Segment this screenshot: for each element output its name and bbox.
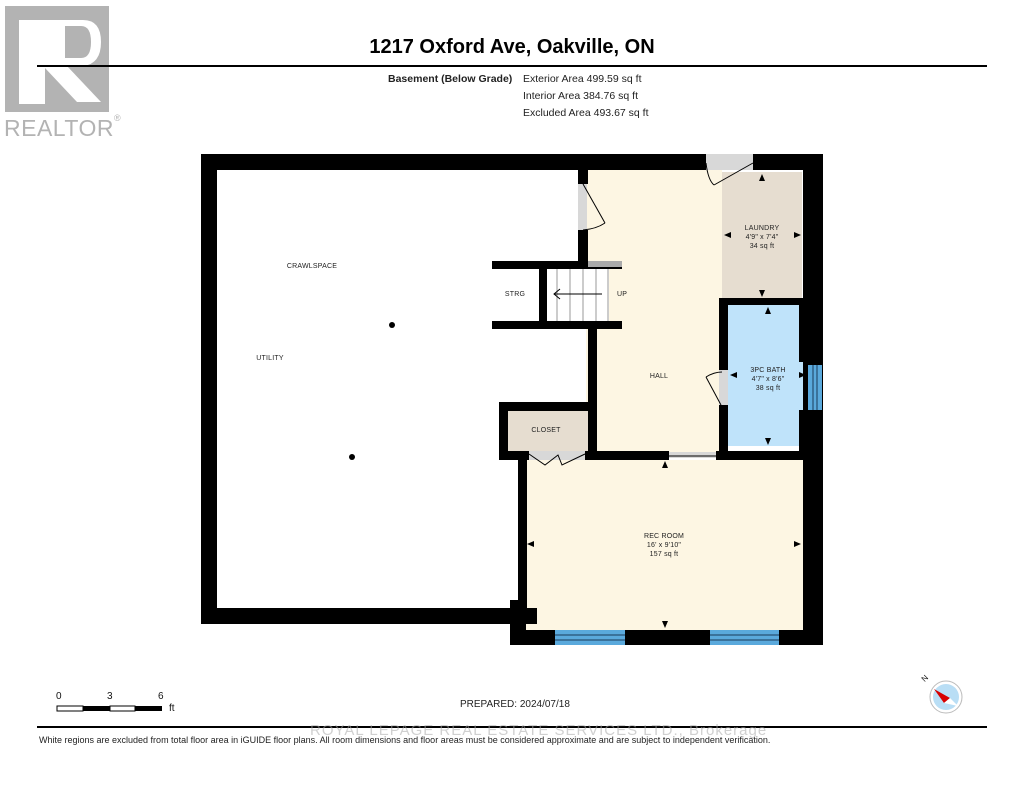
rec-room-dims: 16' x 9'10" xyxy=(646,542,682,549)
bath-dims: 4'7" x 8'6" xyxy=(751,376,785,383)
room-label-hall: HALL xyxy=(649,373,669,380)
bath-area xyxy=(728,305,807,446)
bath-area: 38 sq ft xyxy=(755,385,781,392)
room-label-utility: UTILITY xyxy=(256,355,284,362)
realtor-r-icon xyxy=(19,20,101,104)
room-label-storage: STRG xyxy=(504,291,526,298)
laundry-area xyxy=(722,172,802,298)
stairs-up-label: UP xyxy=(616,291,628,298)
room-label-bath: 3PC BATH 4'7" x 8'6" 38 sq ft xyxy=(736,366,800,393)
walls xyxy=(201,154,823,645)
floor-level-label: Basement (Below Grade) xyxy=(388,73,513,85)
doors xyxy=(528,154,754,466)
post-marker xyxy=(349,454,355,460)
compass-icon xyxy=(929,680,963,714)
page-title: 1217 Oxford Ave, Oakville, ON xyxy=(369,36,655,58)
scale-unit: ft xyxy=(169,703,175,714)
room-label-closet: CLOSET xyxy=(531,427,561,434)
title-divider xyxy=(37,65,987,67)
room-label-laundry: LAUNDRY 4'9" x 7'4" 34 sq ft xyxy=(730,224,794,251)
disclaimer-text: White regions are excluded from total fl… xyxy=(39,735,771,745)
scale-bar xyxy=(56,705,162,712)
laundry-dims: 4'9" x 7'4" xyxy=(745,234,779,241)
rec-room-area xyxy=(525,460,803,630)
rec-room-area: 157 sq ft xyxy=(649,551,679,558)
laundry-name: LAUNDRY xyxy=(744,225,780,232)
laundry-area: 34 sq ft xyxy=(749,243,775,250)
footer-divider xyxy=(37,726,987,728)
exterior-area: Exterior Area 499.59 sq ft xyxy=(523,73,642,85)
windows xyxy=(555,365,822,645)
scale-tick-3: 3 xyxy=(107,691,113,702)
realtor-logo xyxy=(5,6,109,112)
dimension-arrows xyxy=(527,174,806,628)
stairs-area xyxy=(543,268,609,322)
prepared-date: PREPARED: 2024/07/18 xyxy=(460,699,570,710)
post-marker xyxy=(389,322,395,328)
interior-area: Interior Area 384.76 sq ft xyxy=(523,90,638,102)
room-label-rec-room: REC ROOM 16' x 9'10" 157 sq ft xyxy=(630,532,698,559)
stair-treads xyxy=(556,269,609,321)
room-label-crawlspace: CRAWLSPACE xyxy=(286,263,338,270)
bath-name: 3PC BATH xyxy=(750,367,786,374)
rec-room-name: REC ROOM xyxy=(643,533,685,540)
scale-tick-6: 6 xyxy=(158,691,164,702)
realtor-wordmark: REALTOR® xyxy=(4,113,122,141)
excluded-area: Excluded Area 493.67 sq ft xyxy=(523,107,649,119)
scale-tick-0: 0 xyxy=(56,691,62,702)
closet-area xyxy=(504,410,588,453)
brokerage-watermark: ROYAL LEPAGE REAL ESTATE SERVICES LTD., … xyxy=(310,722,768,739)
